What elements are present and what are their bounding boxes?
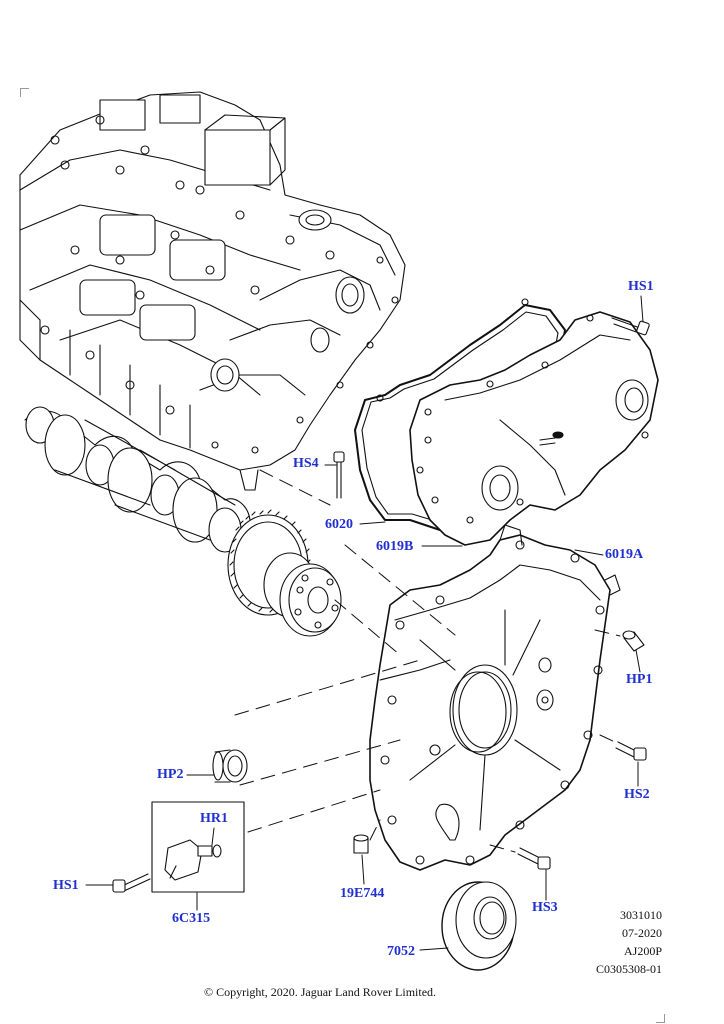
label-7052: 7052 [387, 944, 415, 959]
label-hs3: HS3 [532, 900, 558, 915]
reference-line-3: AJ200P [623, 944, 662, 958]
engine-block-illustration [19, 91, 406, 491]
crankshaft-illustration [24, 406, 342, 637]
leader-lines [85, 295, 644, 951]
label-hr1: HR1 [200, 811, 228, 826]
bolt-hs1-top [611, 317, 650, 336]
reference-line-4: C0305308-01 [596, 962, 662, 976]
seal-7052 [441, 881, 517, 971]
corner-mark-bottom-right [656, 1014, 665, 1023]
label-hp2: HP2 [157, 767, 184, 782]
bolt-hs4 [333, 451, 345, 499]
reference-line-2: 07-2020 [622, 926, 662, 940]
label-6c315: 6C315 [172, 911, 211, 926]
copyright-notice: © Copyright, 2020. Jaguar Land Rover Lim… [203, 985, 437, 999]
bolt-hs2 [615, 741, 647, 761]
label-6020: 6020 [325, 517, 353, 532]
label-hs4: HS4 [293, 456, 319, 471]
label-6019b: 6019B [376, 539, 414, 554]
label-hs1-top: HS1 [628, 279, 654, 294]
bolt-hs3 [517, 847, 551, 870]
timing-cover-6019b-illustration [409, 311, 659, 546]
corner-mark-top-left [20, 88, 29, 97]
label-19e744: 19E744 [340, 886, 385, 901]
label-hs1-left: HS1 [53, 878, 79, 893]
dowel-hp1 [622, 630, 645, 652]
sensor-6c315 [151, 801, 245, 893]
label-hp1: HP1 [626, 672, 653, 687]
bolt-hs1-left [112, 873, 151, 893]
front-cover-6019a-illustration [369, 524, 621, 871]
plug-hp2 [212, 749, 248, 783]
label-hs2: HS2 [624, 787, 650, 802]
pin-19e744 [353, 834, 369, 854]
assembly-guide-lines [234, 469, 621, 853]
reference-line-1: 3031010 [620, 908, 662, 922]
label-6019a: 6019A [605, 547, 644, 562]
